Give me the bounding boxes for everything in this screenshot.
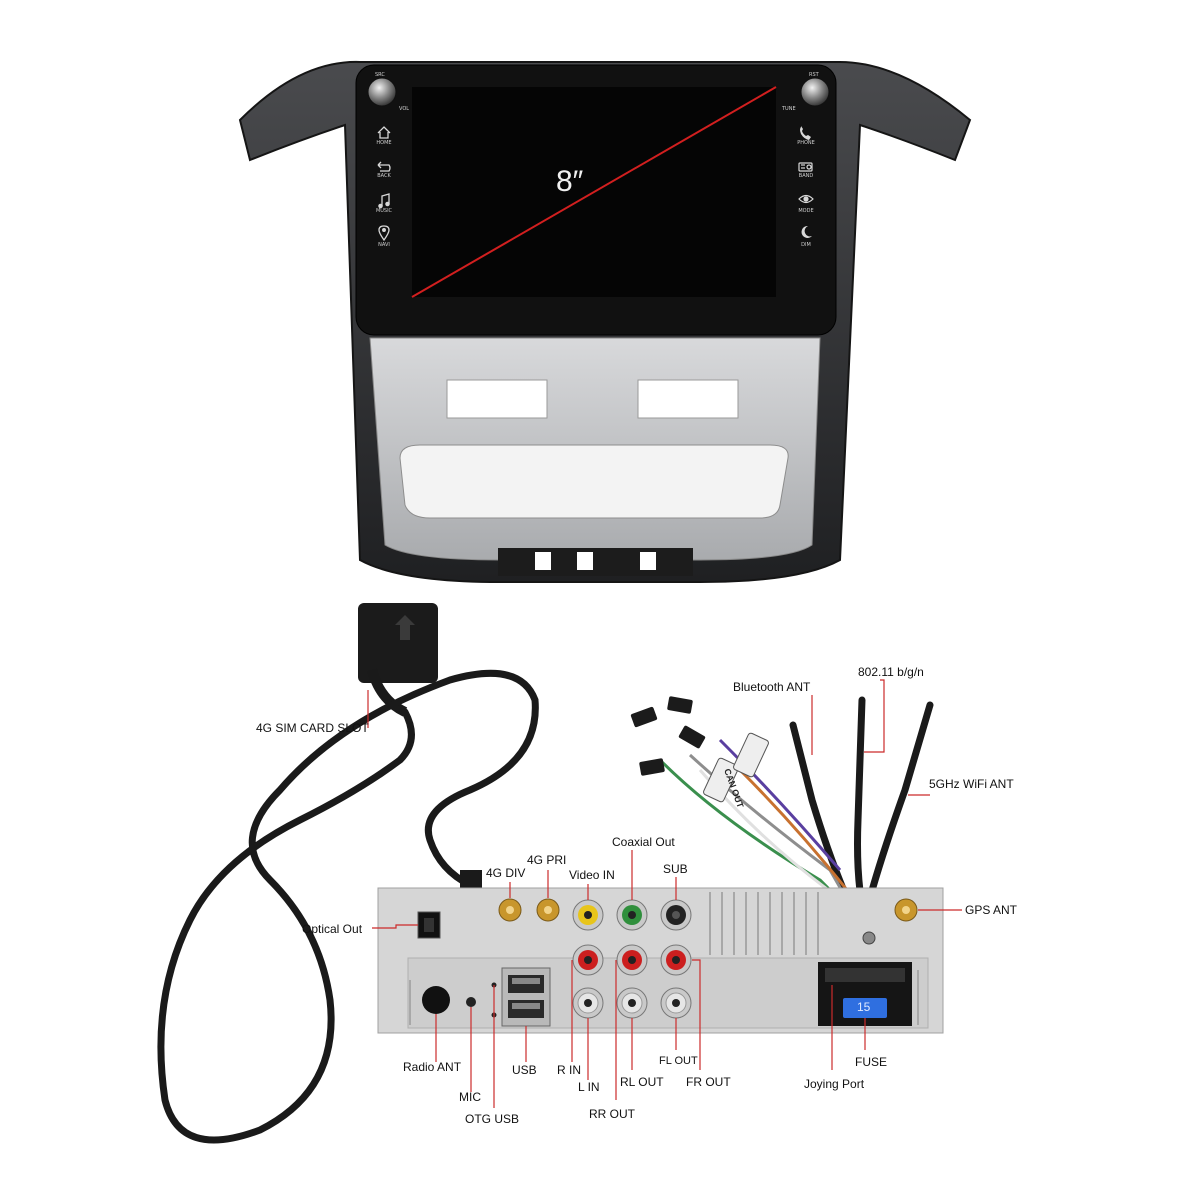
screen-size-label: 8″: [556, 165, 584, 198]
rca-fl-out: [660, 987, 692, 1019]
label-fuse: FUSE: [855, 1055, 888, 1069]
bluetooth-antenna: [789, 721, 854, 909]
home-button-label[interactable]: HOME: [376, 140, 392, 146]
label-5ghz-wifi-ant: 5GHz WiFi ANT: [929, 777, 1014, 791]
label-otg-usb: OTG USB: [465, 1112, 520, 1126]
rca-fr-out: [660, 944, 692, 976]
leader-wifi24: [864, 679, 885, 753]
label-fr-out: FR OUT: [686, 1075, 731, 1089]
music-button-label[interactable]: MUSIC: [375, 208, 393, 214]
label-4g-pri: 4G PRI: [527, 853, 567, 867]
band-icon: [798, 162, 813, 172]
rst-label: RST: [809, 72, 819, 78]
back-button-label[interactable]: BACK: [377, 173, 391, 179]
label-mic: MIC: [459, 1090, 481, 1104]
rca-r-in: [572, 944, 604, 976]
label-4g-div: 4G DIV: [486, 866, 526, 880]
radio-antenna-port: [422, 986, 450, 1014]
mode-button-label[interactable]: MODE: [798, 208, 814, 214]
label-rl-out: RL OUT: [620, 1075, 664, 1089]
label-video-in: Video IN: [569, 868, 615, 882]
label-r-in: R IN: [557, 1063, 581, 1077]
home-icon: [377, 126, 391, 139]
back-icon: [377, 161, 391, 172]
phone-button-label[interactable]: PHONE: [797, 140, 815, 146]
src-label: SRC: [375, 72, 385, 78]
wifi5-antenna: [864, 701, 934, 909]
vent-left: [446, 379, 548, 419]
vol-label: VOL: [399, 106, 410, 112]
navi-icon: [378, 225, 390, 242]
label-rr-out: RR OUT: [589, 1107, 635, 1121]
rca-video-in: [572, 899, 604, 931]
label-802-11: 802.11 b/g/n: [858, 665, 924, 679]
label-4g-sim-card-slot: 4G SIM CARD SLOT: [256, 721, 369, 735]
label-bluetooth-ant: Bluetooth ANT: [733, 680, 811, 694]
label-sub: SUB: [663, 862, 688, 876]
label-radio-ant: Radio ANT: [403, 1060, 462, 1074]
volume-knob: [367, 77, 397, 107]
wifi24-antenna: [854, 696, 866, 909]
head-unit-illustration: [238, 60, 972, 583]
sim-cable: [157, 669, 539, 1144]
band-button-label[interactable]: BAND: [798, 173, 814, 179]
label-fl-out: FL OUT: [659, 1055, 698, 1067]
dim-icon: [801, 225, 812, 238]
sim-module: [358, 603, 438, 683]
rca-rr-out: [616, 944, 648, 976]
label-gps-ant: GPS ANT: [965, 903, 1018, 917]
dim-button-label[interactable]: DIM: [801, 242, 811, 248]
rca-rl-out: [616, 987, 648, 1019]
mic-port: [466, 997, 476, 1007]
leader-optical: [372, 924, 418, 929]
rca-l-in: [572, 987, 604, 1019]
mode-icon: [798, 194, 814, 204]
tune-knob: [800, 77, 830, 107]
vent-right: [637, 379, 739, 419]
diagonal-line: [411, 86, 777, 298]
label-usb: USB: [512, 1063, 537, 1077]
label-optical-out: Optical Out: [302, 922, 363, 936]
tune-label: TUNE: [782, 106, 796, 112]
label-l-in: L IN: [578, 1080, 600, 1094]
fuse: [843, 998, 887, 1018]
wiring-illustration: CAN OUT: [157, 603, 962, 1144]
music-icon: [378, 193, 390, 209]
leader-frout: [692, 959, 701, 1070]
fuse-value: 15: [857, 1000, 871, 1014]
rca-coaxial-out: [616, 899, 648, 931]
label-joying-port: Joying Port: [804, 1077, 865, 1091]
rca-sub: [660, 899, 692, 931]
control-bay: [399, 444, 789, 519]
phone-icon: [800, 126, 811, 140]
navi-button-label[interactable]: NAVI: [378, 242, 390, 248]
label-coaxial-out: Coaxial Out: [612, 835, 675, 849]
